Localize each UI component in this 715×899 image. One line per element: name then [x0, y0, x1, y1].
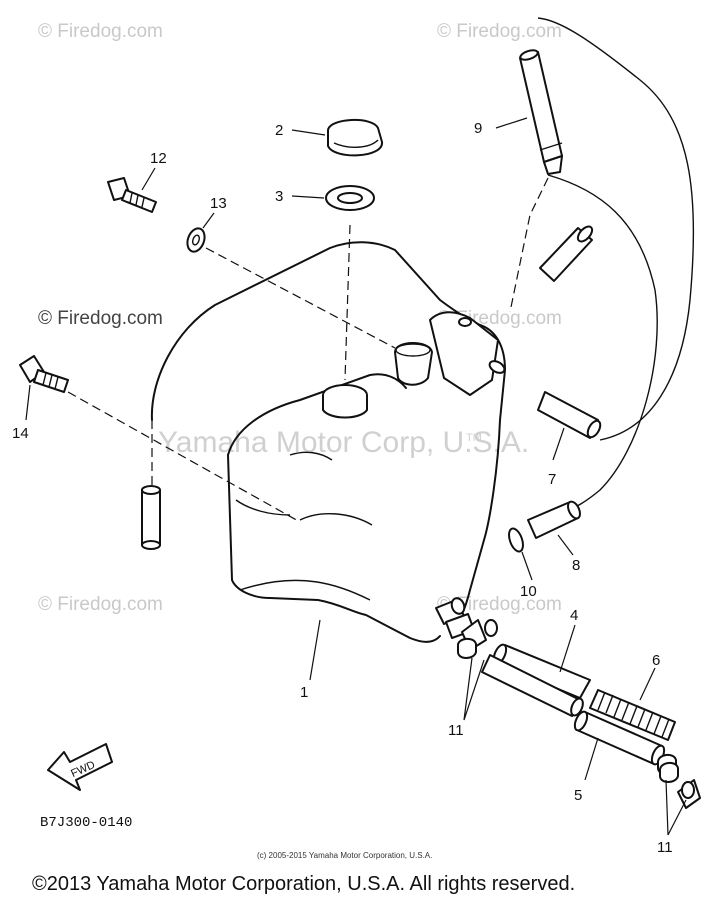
hose-segment-left	[141, 485, 161, 550]
part-3-gasket	[325, 185, 375, 211]
leader-4	[559, 624, 576, 673]
callout-11a: 11	[448, 722, 464, 739]
callout-13: 13	[210, 195, 227, 212]
callout-7: 7	[548, 471, 556, 488]
leader-10	[521, 551, 533, 581]
part-1-oil-tank	[150, 241, 506, 643]
part-11-clamps-left	[457, 619, 498, 659]
callout-5: 5	[574, 787, 582, 804]
callout-6: 6	[652, 652, 660, 669]
callout-9: 9	[474, 120, 482, 137]
part-4-hose	[481, 643, 591, 717]
part-6-spring	[589, 689, 676, 741]
leader-2	[291, 129, 326, 136]
leader-13	[202, 212, 215, 229]
leader-1	[309, 619, 321, 681]
callout-11b: 11	[657, 839, 673, 856]
part-7-hose	[537, 391, 602, 439]
part-13-washer	[186, 227, 206, 253]
leader-8	[557, 534, 574, 556]
dash-13-to-tank	[205, 247, 396, 349]
part-10-clip	[508, 527, 524, 553]
leader-11b	[665, 779, 687, 836]
leader-6	[639, 667, 656, 701]
routing-line-upper	[537, 17, 695, 441]
watermark-mid-left: © Firedog.com	[38, 308, 163, 329]
callout-14: 14	[12, 425, 29, 442]
part-12-bolt	[107, 177, 157, 213]
watermark-tm: TM	[466, 432, 482, 444]
watermark-center: Yamaha Motor Corp, U.S.A.	[158, 426, 529, 459]
part-14-bolt	[19, 355, 69, 393]
watermark-top-right: © Firedog.com	[437, 21, 562, 42]
leader-5	[584, 737, 599, 781]
leader-3	[291, 195, 325, 199]
callout-3: 3	[275, 188, 283, 205]
dash-9-to-tank	[509, 177, 549, 313]
part-2-cap	[327, 118, 383, 157]
callout-8: 8	[572, 557, 580, 574]
leader-11a	[463, 657, 485, 721]
fwd-arrow-icon: FWD	[47, 743, 113, 791]
dash-14-to-tank	[67, 391, 301, 523]
watermark-top-left: © Firedog.com	[38, 21, 163, 42]
leader-12	[141, 167, 156, 191]
hose-segment-upper	[539, 225, 594, 282]
part-8-hose	[527, 500, 581, 539]
part-5-hose	[573, 710, 666, 766]
part-9-hose	[519, 49, 563, 175]
callout-1: 1	[300, 684, 308, 701]
small-copyright: (c) 2005-2015 Yamaha Motor Corporation, …	[257, 851, 432, 860]
bottom-copyright: ©2013 Yamaha Motor Corporation, U.S.A. A…	[32, 873, 575, 895]
part-code: B7J300-0140	[40, 815, 132, 831]
leader-14	[25, 384, 31, 421]
part-11-clamps-right	[657, 754, 701, 809]
callout-10: 10	[520, 583, 537, 600]
watermark-low-left: © Firedog.com	[38, 594, 163, 615]
dash-3-to-neck	[344, 224, 351, 381]
leader-9	[495, 117, 528, 129]
routing-line-lower	[547, 174, 658, 510]
callout-2: 2	[275, 122, 283, 139]
callout-4: 4	[570, 607, 578, 624]
callout-12: 12	[150, 150, 167, 167]
leader-7	[552, 427, 565, 461]
